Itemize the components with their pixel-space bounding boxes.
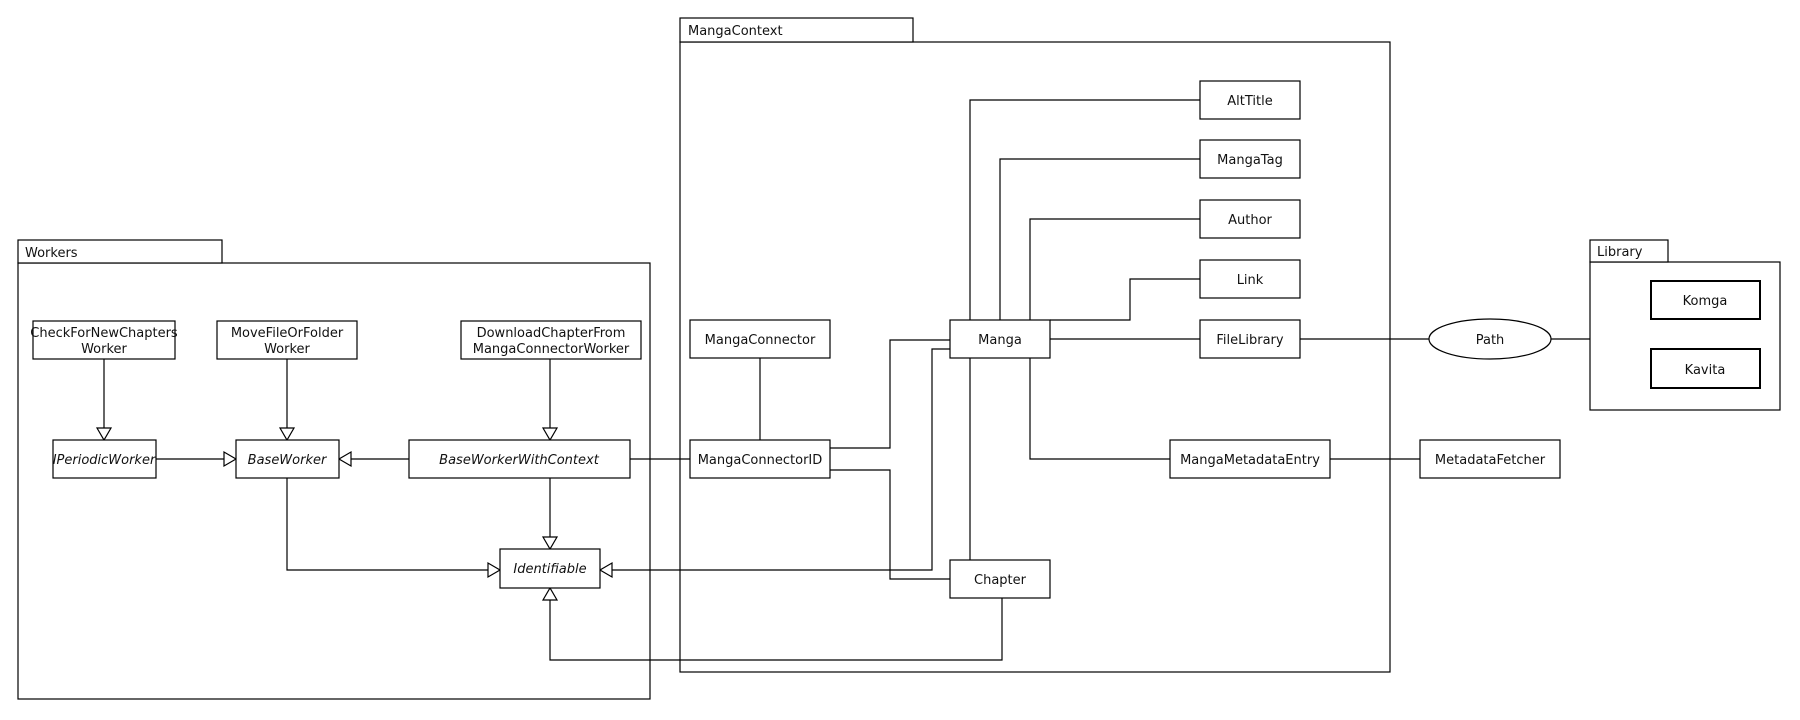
edge-baseworkerwithcontext-baseworker (337, 450, 409, 468)
edge-manga-alttitle (969, 99, 1200, 320)
node-manga-connector-id: MangaConnectorID (689, 439, 831, 479)
check-for-new-chapters-worker-box (32, 320, 176, 360)
download-chapter-worker-label-line2: MangaConnectorWorker (473, 342, 630, 357)
base-worker-label: BaseWorker (248, 453, 328, 468)
node-file-library: FileLibrary (1199, 319, 1301, 359)
node-alt-title: AltTitle (1199, 80, 1301, 120)
edge-manga-mangatag (999, 158, 1200, 320)
manga-connector-box (689, 319, 831, 359)
node-metadata-fetcher: MetadataFetcher (1419, 439, 1561, 479)
workers-package-label: Workers (25, 246, 78, 261)
link-box (1199, 259, 1301, 299)
metadata-fetcher-label: MetadataFetcher (1435, 453, 1546, 468)
manga-tag-label: MangaTag (1217, 153, 1283, 168)
edge-movefileorfolderworker-baseworker (278, 359, 296, 442)
manga-connector-id-box (689, 439, 831, 479)
file-library-box (1199, 319, 1301, 359)
node-download-chapter-worker: DownloadChapterFrom MangaConnectorWorker (460, 320, 642, 360)
alt-title-box (1199, 80, 1301, 120)
manga-context-package-label: MangaContext (688, 24, 783, 39)
node-identifiable: Identifiable (499, 548, 601, 589)
node-manga-tag: MangaTag (1199, 139, 1301, 179)
library-package-label: Library (1597, 245, 1643, 260)
node-kavita: Kavita (1650, 348, 1761, 389)
metadata-fetcher-box (1419, 439, 1561, 479)
edge-chapter-identifiable (541, 586, 1003, 661)
edge-baseworker-identifiable (286, 478, 502, 579)
check-for-new-chapters-worker-label-line1: CheckForNewChapters (30, 326, 178, 341)
path-label: Path (1476, 333, 1505, 348)
manga-connector-id-label: MangaConnectorID (698, 453, 823, 468)
edge-manga-link (1050, 278, 1200, 321)
library-package-tab (1589, 239, 1669, 263)
node-iperiodic-worker: IPeriodicWorker (52, 439, 157, 479)
identifiable-box (499, 548, 601, 589)
move-file-or-folder-worker-label-line1: MoveFileOrFolder (231, 326, 344, 341)
edge-mangaconnectorid-chapter (830, 469, 950, 580)
node-base-worker: BaseWorker (235, 439, 340, 479)
manga-metadata-entry-box (1169, 439, 1331, 479)
edge-downloadchapterworker-baseworkerwithcontext (541, 359, 559, 442)
base-worker-with-context-label: BaseWorkerWithContext (439, 453, 600, 468)
node-manga: Manga (949, 319, 1051, 359)
node-base-worker-with-context: BaseWorkerWithContext (408, 439, 631, 479)
chapter-box (949, 559, 1051, 599)
download-chapter-worker-box (460, 320, 642, 360)
base-worker-box (235, 439, 340, 479)
iperiodic-worker-label: IPeriodicWorker (53, 453, 157, 468)
manga-label: Manga (978, 333, 1022, 348)
node-move-file-or-folder-worker: MoveFileOrFolder Worker (216, 320, 358, 360)
edge-manga-author (1029, 218, 1200, 320)
komga-label: Komga (1683, 294, 1728, 309)
node-link: Link (1199, 259, 1301, 299)
base-worker-with-context-box (408, 439, 631, 479)
node-chapter: Chapter (949, 559, 1051, 599)
path-ellipse (1428, 318, 1552, 360)
manga-box (949, 319, 1051, 359)
author-box (1199, 199, 1301, 239)
node-manga-connector: MangaConnector (689, 319, 831, 359)
alt-title-label: AltTitle (1227, 94, 1272, 109)
node-path: Path (1428, 318, 1552, 360)
node-komga: Komga (1650, 280, 1761, 320)
file-library-label: FileLibrary (1216, 333, 1284, 348)
edge-manga-mangametadataentry (1029, 358, 1170, 460)
identifiable-label: Identifiable (513, 562, 586, 577)
link-label: Link (1237, 273, 1264, 288)
move-file-or-folder-worker-box (216, 320, 358, 360)
manga-tag-box (1199, 139, 1301, 179)
workers-package-tab (17, 239, 223, 264)
node-manga-metadata-entry: MangaMetadataEntry (1169, 439, 1331, 479)
kavita-label: Kavita (1685, 363, 1726, 378)
author-label: Author (1228, 213, 1272, 228)
manga-metadata-entry-label: MangaMetadataEntry (1180, 453, 1320, 468)
check-for-new-chapters-worker-label-line2: Worker (81, 342, 127, 357)
edge-mangaconnectorid-manga (830, 339, 950, 449)
manga-context-package-tab (679, 17, 914, 43)
download-chapter-worker-label-line1: DownloadChapterFrom (477, 326, 626, 341)
kavita-box (1650, 348, 1761, 389)
node-check-for-new-chapters-worker: CheckForNewChapters Worker (30, 320, 178, 360)
edge-checkfornewchaptersworker-iperiodicworker (95, 359, 113, 442)
move-file-or-folder-worker-label-line2: Worker (264, 342, 310, 357)
edge-iperiodicworker-baseworker (156, 450, 238, 468)
chapter-label: Chapter (974, 573, 1027, 588)
manga-connector-label: MangaConnector (705, 333, 816, 348)
edge-baseworkerwithcontext-identifiable (541, 478, 559, 551)
komga-box (1650, 280, 1761, 320)
iperiodic-worker-box (52, 439, 157, 479)
edge-manga-identifiable (598, 348, 950, 579)
node-author: Author (1199, 199, 1301, 239)
